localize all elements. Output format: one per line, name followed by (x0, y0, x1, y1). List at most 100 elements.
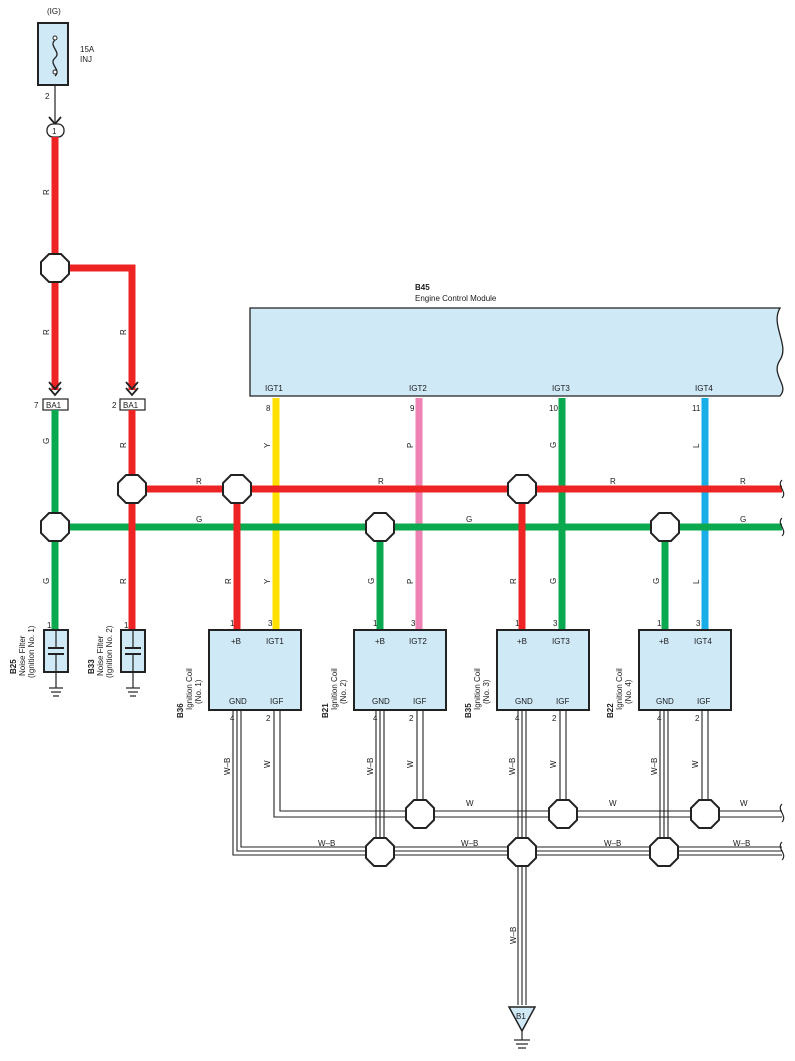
svg-text:R: R (610, 477, 616, 486)
svg-text:Y: Y (263, 442, 272, 448)
svg-text:BA1: BA1 (123, 401, 139, 410)
svg-text:2: 2 (409, 714, 414, 723)
svg-text:L: L (692, 579, 701, 584)
svg-text:B22: B22 (606, 703, 615, 718)
svg-text:(No. 1): (No. 1) (194, 679, 203, 704)
fuse-pin: 2 (45, 92, 50, 101)
svg-text:8: 8 (266, 404, 271, 413)
svg-text:W: W (691, 760, 700, 768)
svg-text:G: G (740, 515, 746, 524)
noise-filter-2-sub: (Ignition No. 2) (105, 625, 114, 678)
svg-text:W: W (740, 799, 748, 808)
svg-text:P: P (406, 579, 415, 584)
svg-text:IGF: IGF (270, 697, 283, 706)
svg-text:IGT4: IGT4 (694, 637, 712, 646)
svg-text:L: L (692, 443, 701, 448)
ground-b1: B1 (507, 1006, 537, 1049)
svg-text:G: G (367, 578, 376, 584)
svg-text:W: W (466, 799, 474, 808)
svg-text:R: R (378, 477, 384, 486)
svg-text:W–B: W–B (650, 758, 659, 775)
svg-text:Ignition Coil: Ignition Coil (615, 668, 624, 710)
noise-filter-1-sub: (Ignition No. 1) (27, 625, 36, 678)
svg-text:2: 2 (552, 714, 557, 723)
svg-text:IGT3: IGT3 (552, 637, 570, 646)
svg-text:2: 2 (266, 714, 271, 723)
svg-text:W–B: W–B (461, 839, 478, 848)
svg-text:IGT4: IGT4 (695, 384, 713, 393)
splices-bus (40, 474, 680, 542)
connector-ba1-b-pin: 2 (112, 401, 117, 410)
svg-text:W–B: W–B (509, 927, 518, 944)
svg-text:W–B: W–B (223, 758, 232, 775)
svg-text:IGF: IGF (556, 697, 569, 706)
connector-ba1-a-pin: 7 (34, 401, 39, 410)
svg-text:W–B: W–B (733, 839, 750, 848)
svg-text:R: R (119, 442, 128, 448)
svg-text:BA1: BA1 (46, 401, 62, 410)
svg-text:GND: GND (656, 697, 674, 706)
svg-text:Ignition Coil: Ignition Coil (473, 668, 482, 710)
svg-text:IGT3: IGT3 (552, 384, 570, 393)
svg-text:IGT1: IGT1 (265, 384, 283, 393)
svg-text:11: 11 (692, 404, 701, 413)
ecm-code: B45 (415, 283, 430, 292)
svg-text:3: 3 (553, 619, 558, 628)
svg-text:G: G (42, 438, 51, 444)
ignition-coil-1: 1 3 +B IGT1 GND IGF 4 2 (208, 619, 302, 723)
svg-text:1: 1 (47, 621, 52, 630)
svg-text:B21: B21 (321, 703, 330, 718)
svg-text:2: 2 (695, 714, 700, 723)
fuse-inj (37, 22, 69, 86)
svg-text:R: R (196, 477, 202, 486)
junction-1: 1 (46, 123, 65, 138)
svg-text:W: W (263, 760, 272, 768)
ignition-coil-3: 1 3 +B IGT3 GND IGF 4 2 (496, 619, 590, 723)
svg-text:W–B: W–B (366, 758, 375, 775)
svg-text:1: 1 (52, 127, 57, 136)
svg-text:1: 1 (515, 619, 520, 628)
svg-text:Ignition Coil: Ignition Coil (330, 668, 339, 710)
svg-text:3: 3 (696, 619, 701, 628)
svg-text:Ignition Coil: Ignition Coil (185, 668, 194, 710)
svg-text:G: G (549, 578, 558, 584)
svg-text:(No. 2): (No. 2) (339, 679, 348, 704)
svg-text:1: 1 (373, 619, 378, 628)
svg-text:R: R (740, 477, 746, 486)
svg-text:W: W (549, 760, 558, 768)
svg-text:W–B: W–B (318, 839, 335, 848)
svg-text:G: G (549, 442, 558, 448)
connector-ba1-b: BA1 (119, 398, 146, 411)
svg-text:+B: +B (231, 637, 241, 646)
svg-text:B35: B35 (464, 703, 473, 718)
fuse-name: INJ (80, 55, 92, 64)
svg-text:G: G (652, 578, 661, 584)
svg-text:1: 1 (124, 621, 129, 630)
svg-text:R: R (42, 189, 51, 195)
wire-white-igf (273, 710, 782, 818)
svg-text:W: W (406, 760, 415, 768)
noise-filter-2-code: B33 (87, 659, 96, 674)
svg-text:+B: +B (517, 637, 527, 646)
svg-text:Y: Y (263, 578, 272, 584)
svg-text:IGT2: IGT2 (409, 637, 427, 646)
svg-text:IGF: IGF (697, 697, 710, 706)
svg-text:3: 3 (411, 619, 416, 628)
ecm-box (249, 307, 784, 397)
noise-filter-1-code: B25 (9, 659, 18, 674)
noise-filter-1: 1 (43, 621, 69, 697)
svg-text:G: G (466, 515, 472, 524)
ecm-name: Engine Control Module (415, 294, 497, 303)
svg-text:IGF: IGF (413, 697, 426, 706)
wire-red-bus (128, 410, 782, 630)
svg-text:+B: +B (659, 637, 669, 646)
noise-filter-1-name: Noise Filter (18, 635, 27, 676)
ignition-coil-4: 1 3 +B IGT4 GND IGF 4 2 (638, 619, 732, 723)
connector-ba1-a: BA1 (42, 398, 69, 411)
svg-text:B1: B1 (516, 1012, 526, 1021)
svg-text:W: W (609, 799, 617, 808)
svg-text:(No. 3): (No. 3) (482, 679, 491, 704)
svg-text:+B: +B (375, 637, 385, 646)
splice-red-1 (40, 253, 70, 283)
wire-white-black-gnd (232, 710, 782, 1005)
